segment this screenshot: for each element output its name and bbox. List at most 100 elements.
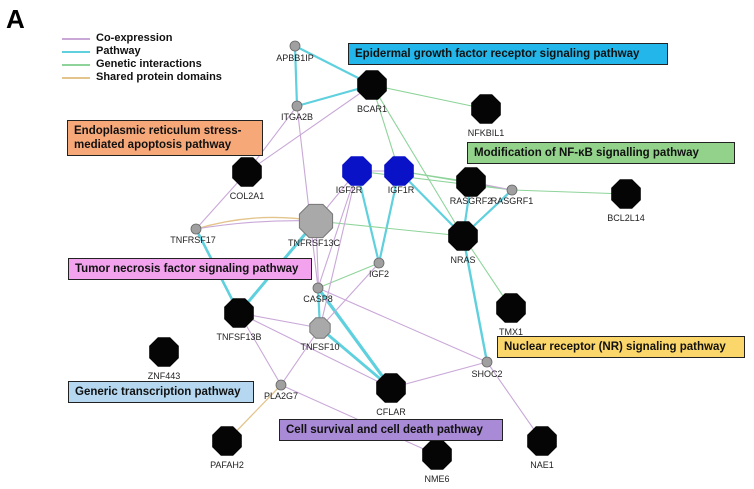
- node-label: NAE1: [530, 460, 554, 470]
- node-igf2[interactable]: IGF2: [369, 257, 389, 279]
- node-shape: [422, 440, 452, 470]
- edge-co-expression: [238, 312, 392, 389]
- node-nfkbil1[interactable]: NFKBIL1: [468, 94, 505, 138]
- node-shape: [289, 40, 301, 52]
- edge-co-expression: [319, 170, 358, 329]
- node-shape: [309, 317, 331, 339]
- node-rasgrf2[interactable]: RASGRF2: [450, 167, 493, 206]
- node-shape: [456, 167, 486, 197]
- pathway-label-egfr: Epidermal growth factor receptor signali…: [348, 43, 668, 65]
- panel-letter: A: [6, 4, 25, 34]
- node-shape: [224, 298, 254, 328]
- legend-item-co-expression: Co-expression: [62, 32, 222, 45]
- edge-co-expression: [317, 287, 488, 363]
- node-col2a1[interactable]: COL2A1: [230, 157, 265, 201]
- pathway-label-nuclear-receptor: Nuclear receptor (NR) signaling pathway: [497, 336, 745, 358]
- node-shape: [527, 426, 557, 456]
- node-label: TMX1: [499, 327, 523, 337]
- node-label: ITGA2B: [281, 112, 313, 122]
- node-label: BCL2L14: [607, 213, 645, 223]
- edge-genetic: [371, 84, 487, 110]
- node-cflar[interactable]: CFLAR: [376, 373, 406, 417]
- edge-pathway: [397, 169, 465, 238]
- edge-pathway: [318, 326, 393, 390]
- node-igf2r[interactable]: IGF2R: [336, 156, 372, 195]
- node-label: TNFRSF13C: [288, 238, 341, 248]
- node-bcar1[interactable]: BCAR1: [357, 70, 387, 114]
- legend: Co-expression Pathway Genetic interactio…: [62, 32, 222, 84]
- node-label: RASGRF2: [450, 196, 493, 206]
- node-rasgrf1[interactable]: RASGRF1: [491, 184, 534, 206]
- legend-label: Pathway: [96, 45, 141, 57]
- node-tnfsf10[interactable]: TNFSF10: [300, 317, 340, 352]
- node-label: CASP8: [303, 294, 333, 304]
- node-shape: [342, 156, 372, 186]
- node-label: IGF2R: [336, 185, 363, 195]
- node-tnfrsf17[interactable]: TNFRSF17: [170, 223, 216, 245]
- node-shape: [376, 373, 406, 403]
- node-shape: [496, 293, 526, 323]
- node-igf1r[interactable]: IGF1R: [384, 156, 415, 195]
- node-tmx1[interactable]: TMX1: [496, 293, 526, 337]
- node-shape: [212, 426, 242, 456]
- edge-co-expression: [486, 361, 543, 442]
- node-pafah2[interactable]: PAFAH2: [210, 426, 244, 470]
- node-znf443[interactable]: ZNF443: [148, 337, 181, 381]
- node-shape: [275, 379, 287, 391]
- pathway-label-er-stress: Endoplasmic reticulum stress-mediated ap…: [67, 120, 263, 156]
- node-label: PAFAH2: [210, 460, 244, 470]
- edge-pathway: [355, 169, 381, 265]
- node-bcl2l14[interactable]: BCL2L14: [607, 179, 645, 223]
- node-nme6[interactable]: NME6: [422, 440, 452, 484]
- node-nae1[interactable]: NAE1: [527, 426, 557, 470]
- node-label: CFLAR: [376, 407, 406, 417]
- edge-co-expression: [296, 105, 319, 289]
- node-label: TNFSF10: [300, 342, 339, 352]
- node-shape: [611, 179, 641, 209]
- node-shape: [149, 337, 179, 367]
- edge-genetic: [317, 262, 380, 289]
- node-shape: [373, 257, 385, 269]
- node-shape: [298, 203, 334, 239]
- node-nras[interactable]: NRAS: [448, 221, 478, 265]
- node-label: SHOC2: [471, 369, 502, 379]
- node-label: PLA2G7: [264, 391, 298, 401]
- edge-co-expression: [390, 361, 488, 389]
- pathway-label-cell-survival: Cell survival and cell death pathway: [279, 419, 503, 441]
- node-shape: [448, 221, 478, 251]
- node-shape: [506, 184, 518, 196]
- edge-shared: [195, 216, 317, 230]
- node-itga2b[interactable]: ITGA2B: [281, 100, 313, 122]
- node-pla2g7[interactable]: PLA2G7: [264, 379, 298, 401]
- node-label: COL2A1: [230, 191, 265, 201]
- edge-pathway: [461, 234, 489, 364]
- legend-item-genetic-interactions: Genetic interactions: [62, 58, 222, 71]
- legend-swatch: [62, 50, 90, 53]
- node-label: BCAR1: [357, 104, 387, 114]
- node-casp8[interactable]: CASP8: [303, 282, 333, 304]
- edge-pathway: [377, 169, 401, 265]
- edge-co-expression: [246, 84, 373, 173]
- node-tnfsf13b[interactable]: TNFSF13B: [216, 298, 262, 342]
- node-label: TNFRSF17: [170, 235, 216, 245]
- node-tnfrsf13c[interactable]: TNFRSF13C: [288, 203, 341, 248]
- pathway-label-generic-transcription: Generic transcription pathway: [68, 381, 254, 403]
- legend-label: Co-expression: [96, 32, 173, 44]
- node-label: IGF2: [369, 269, 389, 279]
- edges-layer: [194, 44, 627, 456]
- node-shoc2[interactable]: SHOC2: [471, 356, 503, 379]
- node-label: IGF1R: [388, 185, 415, 195]
- edge-pathway: [293, 44, 299, 108]
- node-shape: [291, 100, 303, 112]
- pathway-label-nfkb: Modification of NF-κB signalling pathway: [467, 142, 735, 164]
- node-apbb1ip[interactable]: APBB1IP: [276, 40, 314, 63]
- node-shape: [232, 157, 262, 187]
- legend-swatch: [62, 63, 90, 66]
- node-label: TNFSF13B: [216, 332, 261, 342]
- node-shape: [312, 282, 324, 294]
- edge-pathway: [316, 286, 393, 390]
- edge-co-expression: [319, 262, 380, 329]
- edge-genetic: [315, 220, 464, 237]
